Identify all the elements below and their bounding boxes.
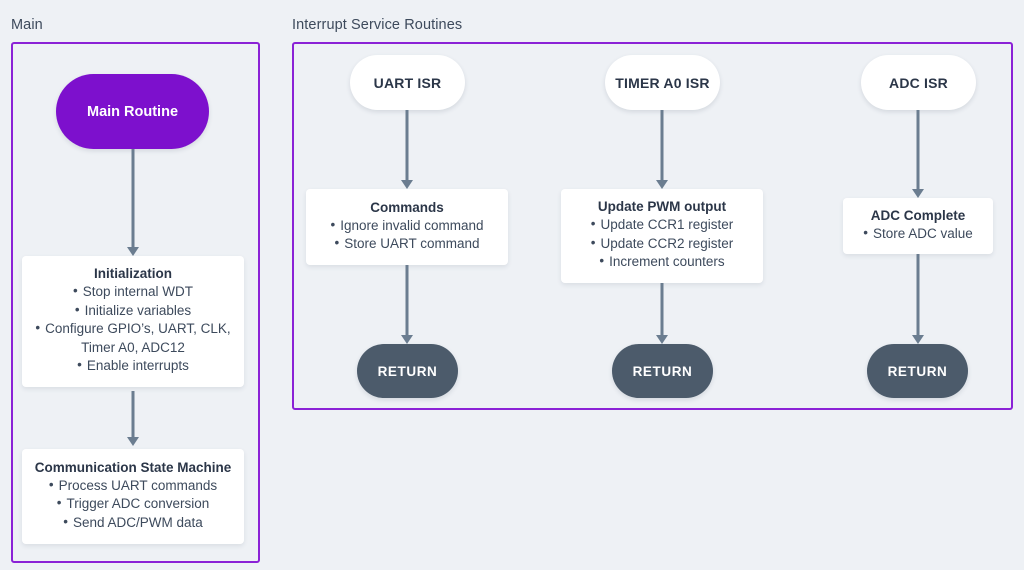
node-main-routine-label: Main Routine bbox=[86, 103, 179, 120]
node-timer-a0-isr-header-label: TIMER A0 ISR bbox=[615, 74, 710, 91]
bullet-icon: • bbox=[72, 283, 78, 299]
node-timer-return[interactable]: RETURN bbox=[612, 344, 713, 398]
node-adc-complete[interactable]: ADC Complete •Store ADC value bbox=[843, 198, 993, 254]
connector-adc-header-to-body bbox=[905, 110, 931, 198]
list-item: •Update CCR2 register bbox=[590, 234, 734, 251]
bullet-icon: • bbox=[35, 320, 41, 336]
list-item: •Ignore invalid command bbox=[330, 216, 484, 233]
node-uart-isr-header[interactable]: UART ISR bbox=[350, 55, 465, 110]
list-item: •Initialize variables bbox=[74, 301, 192, 318]
node-uart-commands[interactable]: Commands •Ignore invalid command •Store … bbox=[306, 189, 508, 265]
node-update-pwm-output[interactable]: Update PWM output •Update CCR1 register … bbox=[561, 189, 763, 283]
list-item: •Store UART command bbox=[334, 235, 480, 251]
node-uart-isr-header-label: UART ISR bbox=[373, 74, 442, 91]
node-adc-complete-title: ADC Complete bbox=[870, 207, 966, 223]
node-timer-return-label: RETURN bbox=[632, 363, 693, 379]
node-communication-state-machine-list: •Process UART commands •Trigger ADC conv… bbox=[30, 477, 236, 533]
node-adc-return-label: RETURN bbox=[887, 363, 948, 379]
group-frame-isr bbox=[292, 42, 1013, 410]
node-adc-isr-header-label: ADC ISR bbox=[889, 74, 948, 91]
connector-initialization-to-state-machine bbox=[120, 391, 146, 446]
group-caption-isr: Interrupt Service Routines bbox=[292, 17, 463, 33]
list-item: •Send ADC/PWM data bbox=[63, 513, 203, 530]
node-initialization-list: •Stop internal WDT •Initialize variables… bbox=[30, 283, 236, 376]
bullet-icon: • bbox=[334, 235, 340, 250]
bullet-icon: • bbox=[330, 216, 336, 232]
bullet-icon: • bbox=[863, 224, 868, 240]
node-initialization[interactable]: Initialization •Stop internal WDT •Initi… bbox=[22, 256, 244, 387]
bullet-icon: • bbox=[56, 495, 62, 511]
node-adc-return[interactable]: RETURN bbox=[867, 344, 968, 398]
list-item: •Configure GPIO’s, UART, CLK, Timer A0, … bbox=[35, 320, 231, 355]
connector-main-to-initialization bbox=[120, 149, 146, 256]
bullet-icon: • bbox=[590, 216, 596, 232]
connector-uart-body-to-return bbox=[394, 265, 420, 344]
bullet-icon: • bbox=[590, 234, 596, 250]
list-item: •Stop internal WDT bbox=[72, 283, 194, 300]
node-uart-return-label: RETURN bbox=[377, 363, 438, 379]
node-uart-commands-title: Commands bbox=[370, 199, 444, 215]
node-communication-state-machine[interactable]: Communication State Machine •Process UAR… bbox=[22, 449, 244, 544]
node-main-routine[interactable]: Main Routine bbox=[56, 74, 209, 149]
connector-timer-header-to-body bbox=[649, 110, 675, 189]
connector-adc-body-to-return bbox=[905, 254, 931, 344]
connector-uart-header-to-body bbox=[394, 110, 420, 189]
list-item: •Update CCR1 register bbox=[590, 216, 734, 233]
group-caption-main: Main bbox=[11, 17, 43, 33]
node-update-pwm-output-list: •Update CCR1 register •Update CCR2 regis… bbox=[569, 216, 755, 272]
node-adc-complete-list: •Store ADC value bbox=[851, 225, 985, 244]
bullet-icon: • bbox=[74, 301, 80, 317]
node-uart-return[interactable]: RETURN bbox=[357, 344, 458, 398]
bullet-icon: • bbox=[77, 357, 82, 373]
list-item: •Store ADC value bbox=[863, 224, 973, 241]
list-item: •Increment counters bbox=[599, 253, 725, 270]
group-frame-main bbox=[11, 42, 260, 563]
list-item: •Process UART commands bbox=[48, 476, 218, 493]
bullet-icon: • bbox=[63, 513, 68, 529]
bullet-icon: • bbox=[48, 476, 54, 492]
node-communication-state-machine-title: Communication State Machine bbox=[34, 459, 232, 475]
node-update-pwm-output-title: Update PWM output bbox=[597, 199, 727, 215]
node-initialization-title: Initialization bbox=[93, 266, 172, 282]
bullet-icon: • bbox=[599, 253, 605, 269]
connector-timer-body-to-return bbox=[649, 283, 675, 344]
list-item: •Trigger ADC conversion bbox=[56, 495, 210, 512]
node-uart-commands-list: •Ignore invalid command •Store UART comm… bbox=[314, 217, 500, 254]
list-item: •Enable interrupts bbox=[77, 357, 189, 374]
node-adc-isr-header[interactable]: ADC ISR bbox=[861, 55, 976, 110]
node-timer-a0-isr-header[interactable]: TIMER A0 ISR bbox=[605, 55, 720, 110]
